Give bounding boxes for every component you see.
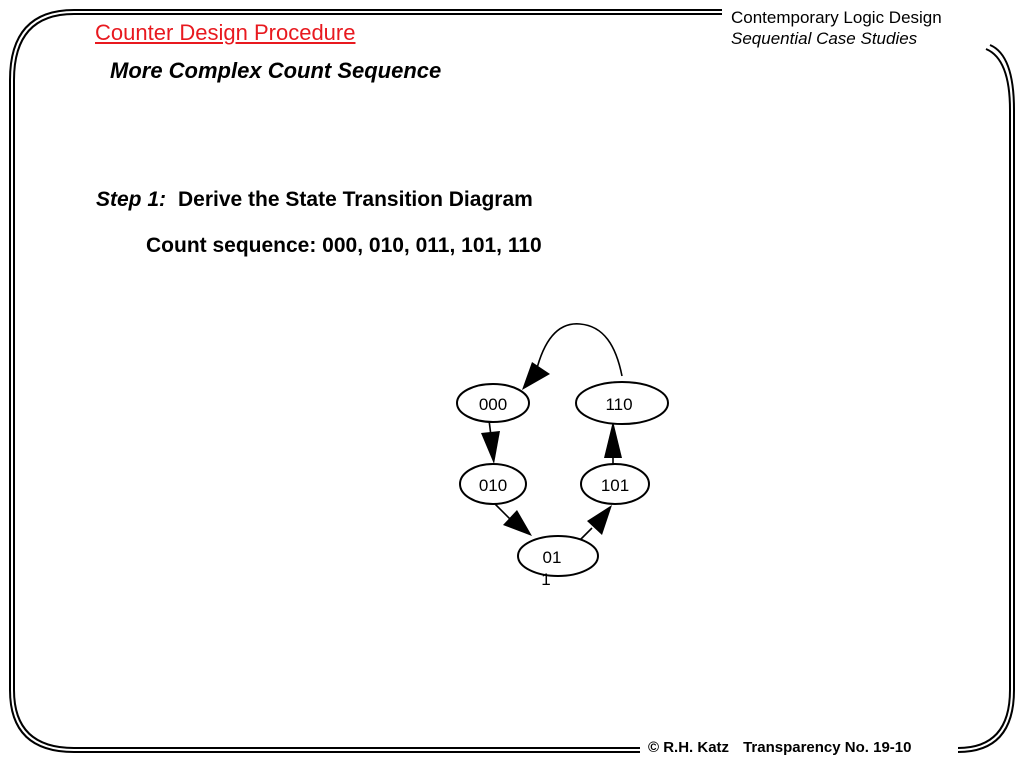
state-000 (456, 383, 530, 423)
state-010-label: 010 (479, 476, 507, 495)
slide-title: Counter Design Procedure (95, 20, 356, 45)
state-110-label: 110 (605, 395, 632, 414)
state-011-label-line2: 1 (541, 570, 550, 589)
transparency-number: Transparency No. 19-10 (743, 739, 912, 756)
step-text: Derive the State Transition Diagram (178, 188, 533, 211)
arrowhead-101-110 (604, 421, 622, 458)
state-011 (517, 535, 599, 577)
arrowhead-110-000 (522, 362, 550, 390)
step-heading: Step 1: Derive the State Transition Diagr… (96, 188, 533, 212)
arrowhead-011-101 (587, 505, 612, 535)
state-000-label: 000 (479, 395, 507, 414)
slide-subtitle: More Complex Count Sequence (110, 58, 442, 83)
state-110 (575, 381, 669, 425)
copyright-text: © R.H. Katz (648, 739, 730, 756)
arrowhead-010-011 (503, 510, 532, 536)
transition-110-000 (535, 323, 623, 377)
state-101 (580, 463, 650, 505)
state-101-label: 101 (601, 476, 629, 495)
transition-010-011 (492, 501, 512, 521)
state-010 (459, 463, 527, 505)
state-011-label-line1: 01 (543, 548, 562, 567)
arrowhead-000-010 (481, 431, 500, 464)
step-label: Step 1: (96, 188, 167, 211)
course-subtitle: Sequential Case Studies (731, 29, 918, 48)
slide-footer: © R.H. Katz Transparency No. 19-10 (648, 739, 911, 756)
count-sequence: Count sequence: 000, 010, 011, 101, 110 (146, 234, 542, 257)
course-title: Contemporary Logic Design (731, 8, 942, 27)
